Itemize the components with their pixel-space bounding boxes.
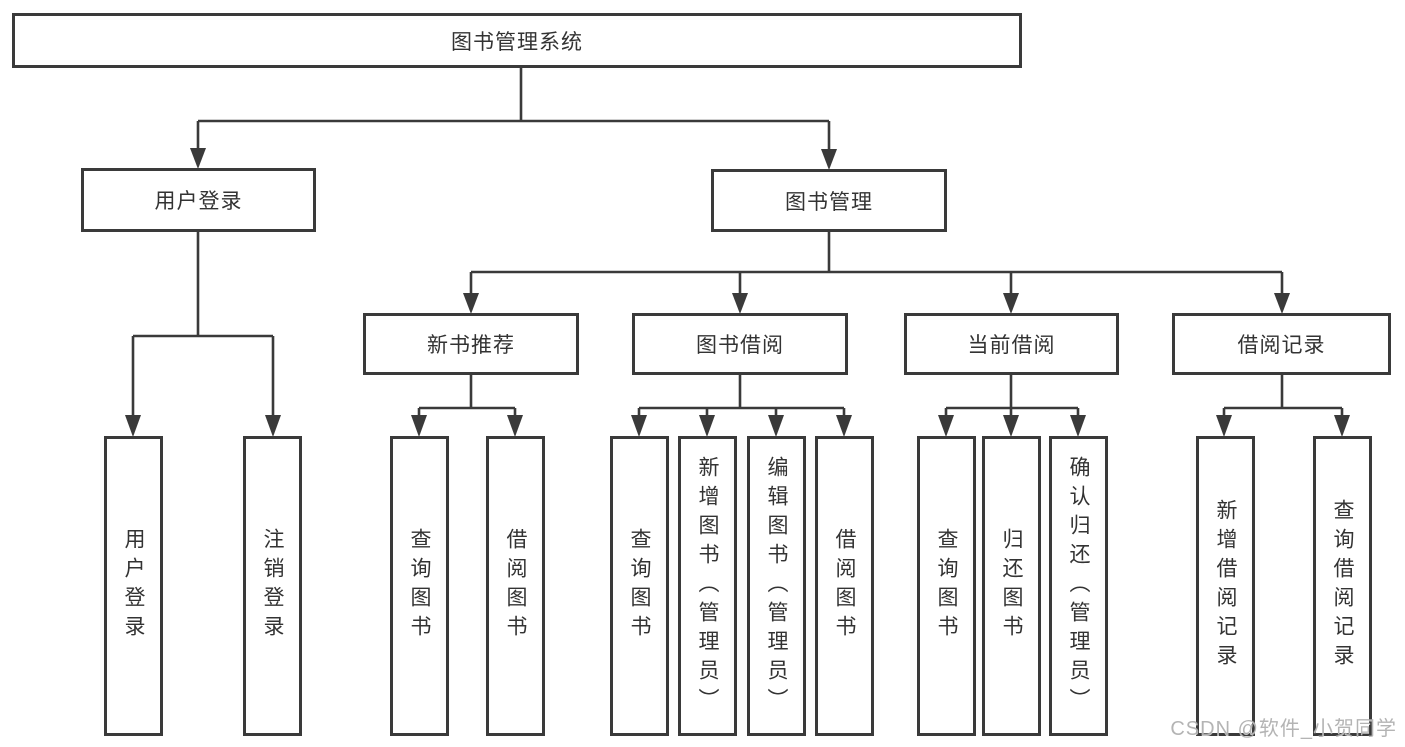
csdn-watermark: CSDN @软件_小贺同学 — [1170, 718, 1397, 740]
leaf-query-books-recommend-label: 查询图书 — [408, 528, 431, 644]
leaf-edit-books-admin: 编辑图书（管理员） — [747, 436, 806, 736]
leaf-query-books-borrowing-label: 查询图书 — [628, 528, 651, 644]
leaf-query-books-current-label: 查询图书 — [935, 528, 958, 644]
leaf-logout-label: 注销登录 — [261, 528, 284, 644]
node-user-login: 用户登录 — [81, 168, 316, 232]
node-new-book-recommend: 新书推荐 — [363, 313, 579, 375]
arrowhead-icon — [938, 415, 954, 437]
arrowhead-icon — [265, 415, 281, 437]
leaf-confirm-return-admin-label: 确认归还（管理员） — [1067, 455, 1090, 717]
leaf-borrow-books-recommend: 借阅图书 — [486, 436, 545, 736]
node-book-management: 图书管理 — [711, 169, 947, 232]
node-library-system-label: 图书管理系统 — [451, 30, 583, 54]
arrowhead-icon — [836, 415, 852, 437]
node-current-borrowing-label: 当前借阅 — [967, 334, 1056, 357]
arrowhead-icon — [1216, 415, 1232, 437]
leaf-return-books: 归还图书 — [982, 436, 1041, 736]
leaf-add-books-admin-label: 新增图书（管理员） — [696, 455, 719, 717]
leaf-query-books-current: 查询图书 — [917, 436, 976, 736]
leaf-edit-books-admin-label: 编辑图书（管理员） — [765, 455, 788, 717]
leaf-confirm-return-admin: 确认归还（管理员） — [1049, 436, 1108, 736]
leaf-borrow-books: 借阅图书 — [815, 436, 874, 736]
leaf-logout: 注销登录 — [243, 436, 302, 736]
arrowhead-icon — [1003, 415, 1019, 437]
node-current-borrowing: 当前借阅 — [904, 313, 1119, 375]
leaf-user-login: 用户登录 — [104, 436, 163, 736]
connector-book-borrow-branch — [631, 375, 852, 437]
node-book-borrowing-label: 图书借阅 — [696, 334, 784, 357]
arrowhead-icon — [463, 293, 479, 314]
leaf-query-borrow-record-label: 查询借阅记录 — [1331, 499, 1354, 673]
leaf-query-books-borrowing: 查询图书 — [610, 436, 669, 736]
node-book-borrowing: 图书借阅 — [632, 313, 848, 375]
arrowhead-icon — [507, 415, 523, 437]
connector-user-login-branch — [125, 232, 281, 437]
arrowhead-icon — [768, 415, 784, 437]
leaf-query-books-recommend: 查询图书 — [390, 436, 449, 736]
leaf-add-books-admin: 新增图书（管理员） — [678, 436, 737, 736]
leaf-user-login-label: 用户登录 — [122, 528, 145, 644]
connector-new-book-rec-branch — [411, 375, 523, 437]
connector-borrow-record-branch — [1216, 375, 1350, 437]
arrowhead-icon — [1334, 415, 1350, 437]
leaf-borrow-books-label: 借阅图书 — [833, 528, 856, 644]
node-borrow-records: 借阅记录 — [1172, 313, 1391, 375]
arrowhead-icon — [1274, 293, 1290, 314]
arrowhead-icon — [1070, 415, 1086, 437]
node-library-system: 图书管理系统 — [12, 13, 1022, 68]
arrowhead-icon — [125, 415, 141, 437]
arrowhead-icon — [631, 415, 647, 437]
connector-root-to-level2 — [190, 68, 837, 170]
arrowhead-icon — [699, 415, 715, 437]
arrowhead-icon — [190, 148, 206, 169]
connector-current-borrow-branch — [938, 375, 1086, 437]
arrowhead-icon — [1003, 293, 1019, 314]
arrowhead-icon — [732, 293, 748, 314]
node-book-management-label: 图书管理 — [785, 190, 873, 214]
leaf-query-borrow-record: 查询借阅记录 — [1313, 436, 1372, 736]
connector-book-mgmt-branch — [463, 232, 1290, 314]
leaf-add-borrow-record-label: 新增借阅记录 — [1214, 499, 1237, 673]
arrowhead-icon — [821, 149, 837, 170]
node-user-login-label: 用户登录 — [154, 190, 243, 213]
leaf-return-books-label: 归还图书 — [1000, 528, 1023, 644]
node-new-book-recommend-label: 新书推荐 — [427, 334, 515, 357]
node-borrow-records-label: 借阅记录 — [1237, 334, 1326, 357]
leaf-borrow-books-recommend-label: 借阅图书 — [504, 528, 527, 644]
leaf-add-borrow-record: 新增借阅记录 — [1196, 436, 1255, 736]
arrowhead-icon — [411, 415, 427, 437]
